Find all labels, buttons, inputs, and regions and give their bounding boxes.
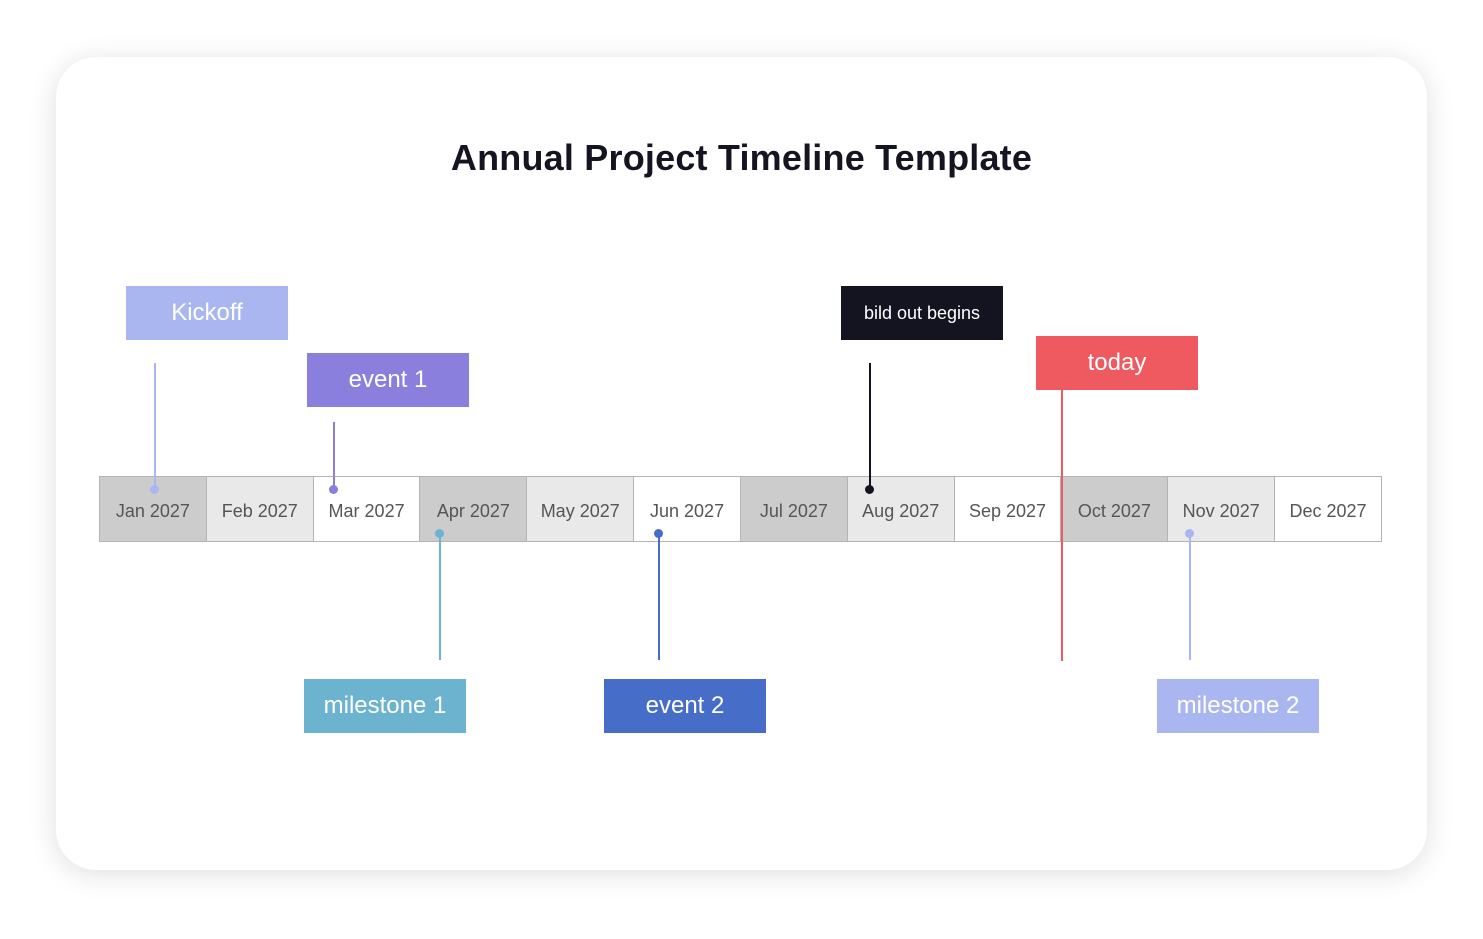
kickoff-dot: [150, 485, 159, 494]
milestone-1-dot: [435, 529, 444, 538]
timeline-card: [56, 57, 1427, 870]
month-cell-aug: Aug 2027: [847, 477, 955, 541]
month-cell-sep: Sep 2027: [954, 477, 1062, 541]
event-label-milestone-2: milestone 2: [1157, 679, 1319, 733]
milestone-2-connector: [1189, 534, 1191, 660]
month-cell-dec: Dec 2027: [1275, 477, 1381, 541]
bild-out-connector: [869, 363, 871, 489]
milestone-2-dot: [1185, 529, 1194, 538]
event-label-event-1: event 1: [307, 353, 469, 407]
bild-out-dot: [865, 485, 874, 494]
event-label-event-2: event 2: [604, 679, 766, 733]
event-2-connector: [658, 534, 660, 660]
event-label-bild-out-begins: bild out begins: [841, 286, 1003, 340]
month-cell-jun: Jun 2027: [634, 477, 741, 541]
month-cell-may: May 2027: [527, 477, 635, 541]
event-label-today: today: [1036, 336, 1198, 390]
month-cell-feb: Feb 2027: [206, 477, 314, 541]
event-2-dot: [654, 529, 663, 538]
month-cell-oct: Oct 2027: [1061, 477, 1169, 541]
today-connector: [1061, 390, 1063, 661]
timeline-bar: Jan 2027 Feb 2027 Mar 2027 Apr 2027 May …: [99, 476, 1382, 542]
milestone-1-connector: [439, 534, 441, 660]
event-1-connector: [333, 422, 335, 489]
month-cell-jul: Jul 2027: [740, 477, 848, 541]
event-1-dot: [329, 485, 338, 494]
page-title: Annual Project Timeline Template: [450, 137, 1033, 178]
event-label-milestone-1: milestone 1: [304, 679, 466, 733]
kickoff-connector: [154, 363, 156, 489]
event-label-kickoff: Kickoff: [126, 286, 288, 340]
month-cell-nov: Nov 2027: [1168, 477, 1276, 541]
